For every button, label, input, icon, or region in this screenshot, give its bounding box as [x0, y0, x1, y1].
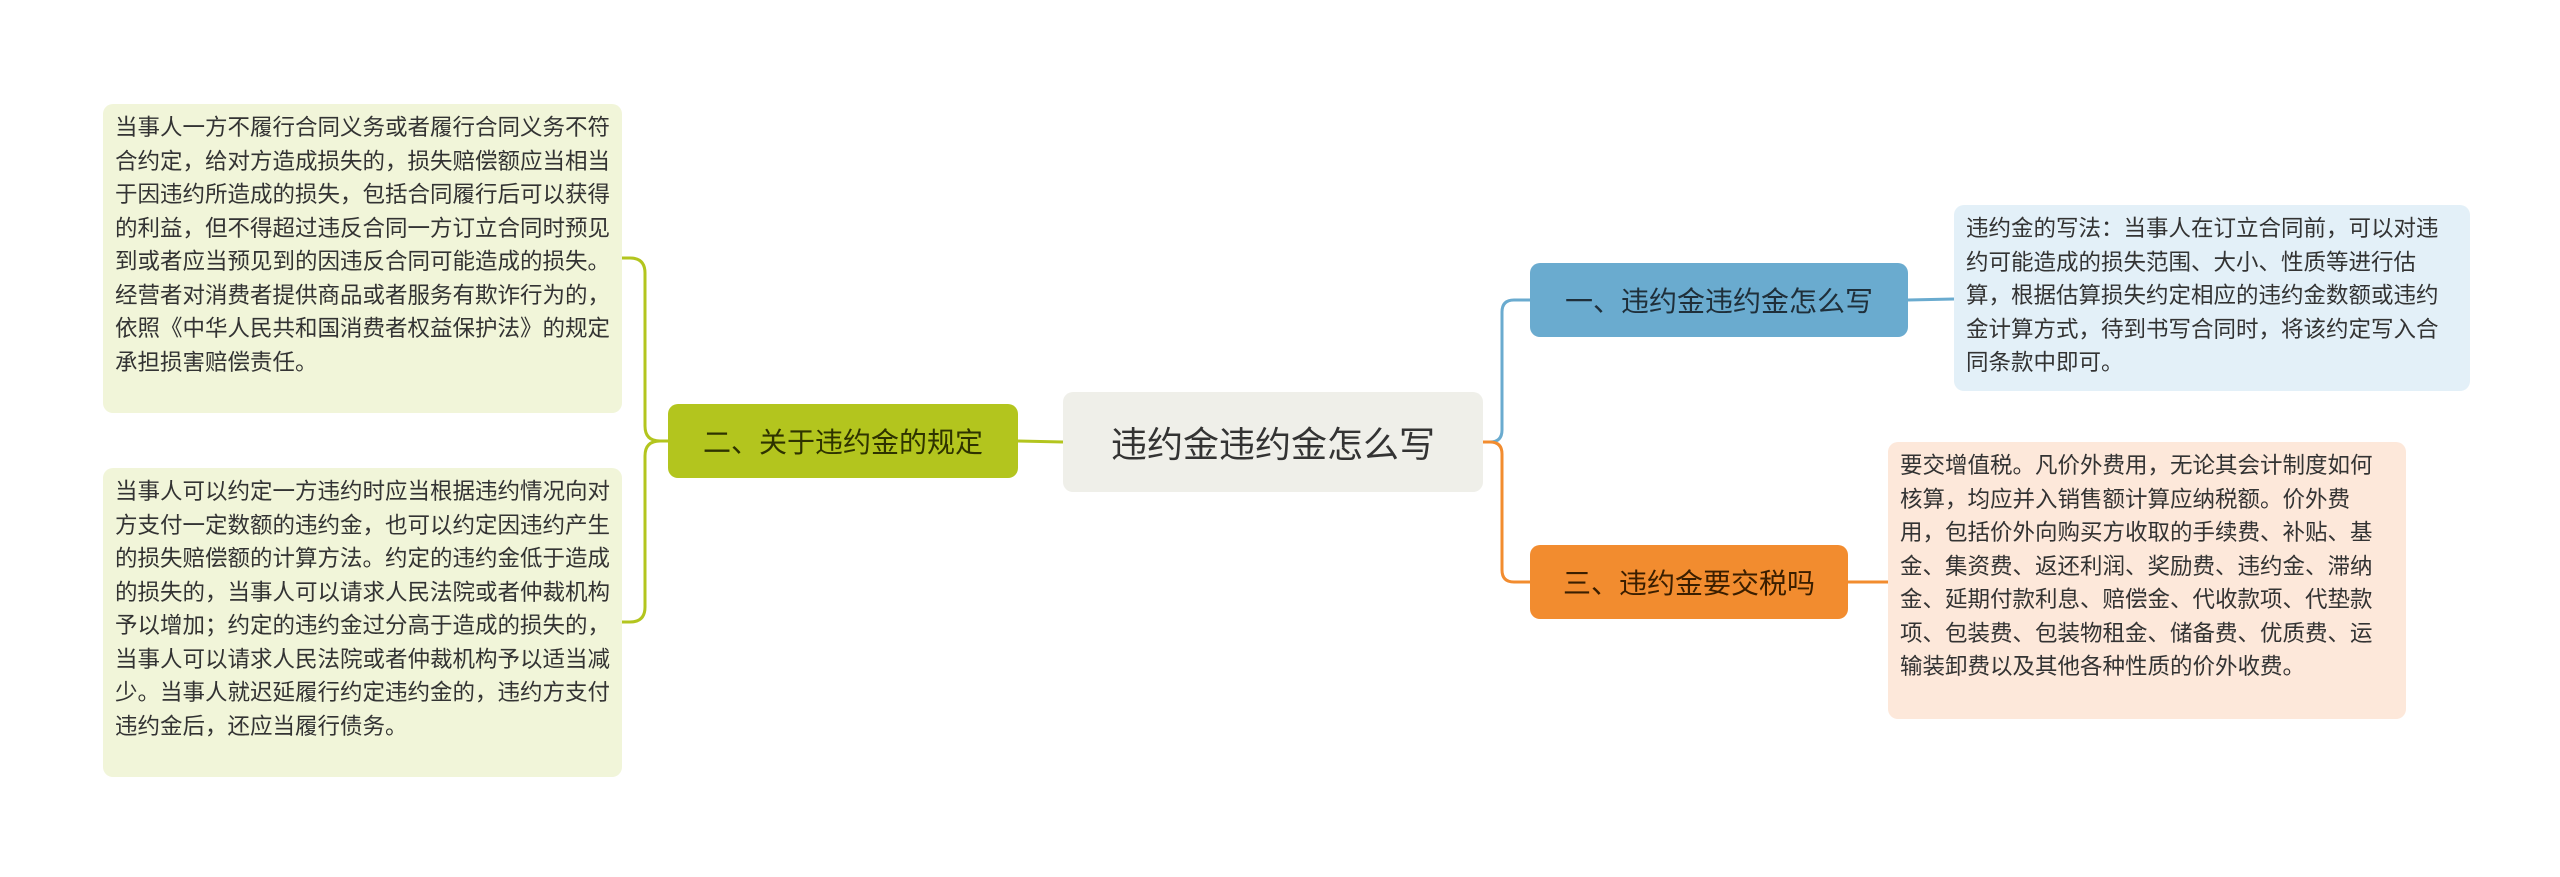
leaf-topic-2b-text: 当事人可以约定一方违约时应当根据违约情况向对方支付一定数额的违约金，也可以约定因… [115, 479, 611, 740]
connector-root-to-branch-3 [1483, 440, 1530, 584]
connector-root-to-branch-1 [1483, 298, 1530, 444]
connector-root-to-branch-2 [1017, 439, 1064, 444]
leaf-topic-2b[interactable]: 当事人可以约定一方违约时应当根据违约情况向对方支付一定数额的违约金，也可以约定因… [103, 468, 622, 777]
root-topic[interactable]: 违约金违约金怎么写 [1063, 392, 1483, 492]
leaf-topic-3[interactable]: 要交增值税。凡价外费用，无论其会计制度如何核算，均应并入销售额计算应纳税额。价外… [1888, 442, 2406, 719]
branch-topic-3-label: 三、违约金要交税吗 [1562, 567, 1815, 600]
branch-topic-1-label: 一、违约金违约金怎么写 [1564, 285, 1873, 318]
connector-branch-2-to-leaf-2a [622, 256, 668, 443]
branch-topic-2[interactable]: 二、关于违约金的规定 [668, 404, 1018, 478]
leaf-topic-3-text: 要交增值税。凡价外费用，无论其会计制度如何核算，均应并入销售额计算应纳税额。价外… [1900, 453, 2373, 680]
branch-topic-3[interactable]: 三、违约金要交税吗 [1530, 545, 1848, 619]
root-topic-label: 违约金违约金怎么写 [1110, 425, 1435, 466]
connector-branch-1-to-leaf-1 [1907, 297, 1955, 302]
connector-branch-2-to-leaf-2b [622, 439, 668, 624]
leaf-topic-1-text: 违约金的写法：当事人在订立合同前，可以对违约可能造成的损失范围、大小、性质等进行… [1966, 216, 2439, 376]
branch-topic-2-label: 二、关于违约金的规定 [702, 426, 983, 459]
leaf-topic-1[interactable]: 违约金的写法：当事人在订立合同前，可以对违约可能造成的损失范围、大小、性质等进行… [1954, 205, 2470, 391]
leaf-topic-2a[interactable]: 当事人一方不履行合同义务或者履行合同义务不符合约定，给对方造成损失的，损失赔偿额… [103, 104, 622, 413]
leaf-topic-2a-text: 当事人一方不履行合同义务或者履行合同义务不符合约定，给对方造成损失的，损失赔偿额… [115, 115, 611, 376]
branch-topic-1[interactable]: 一、违约金违约金怎么写 [1530, 263, 1908, 337]
